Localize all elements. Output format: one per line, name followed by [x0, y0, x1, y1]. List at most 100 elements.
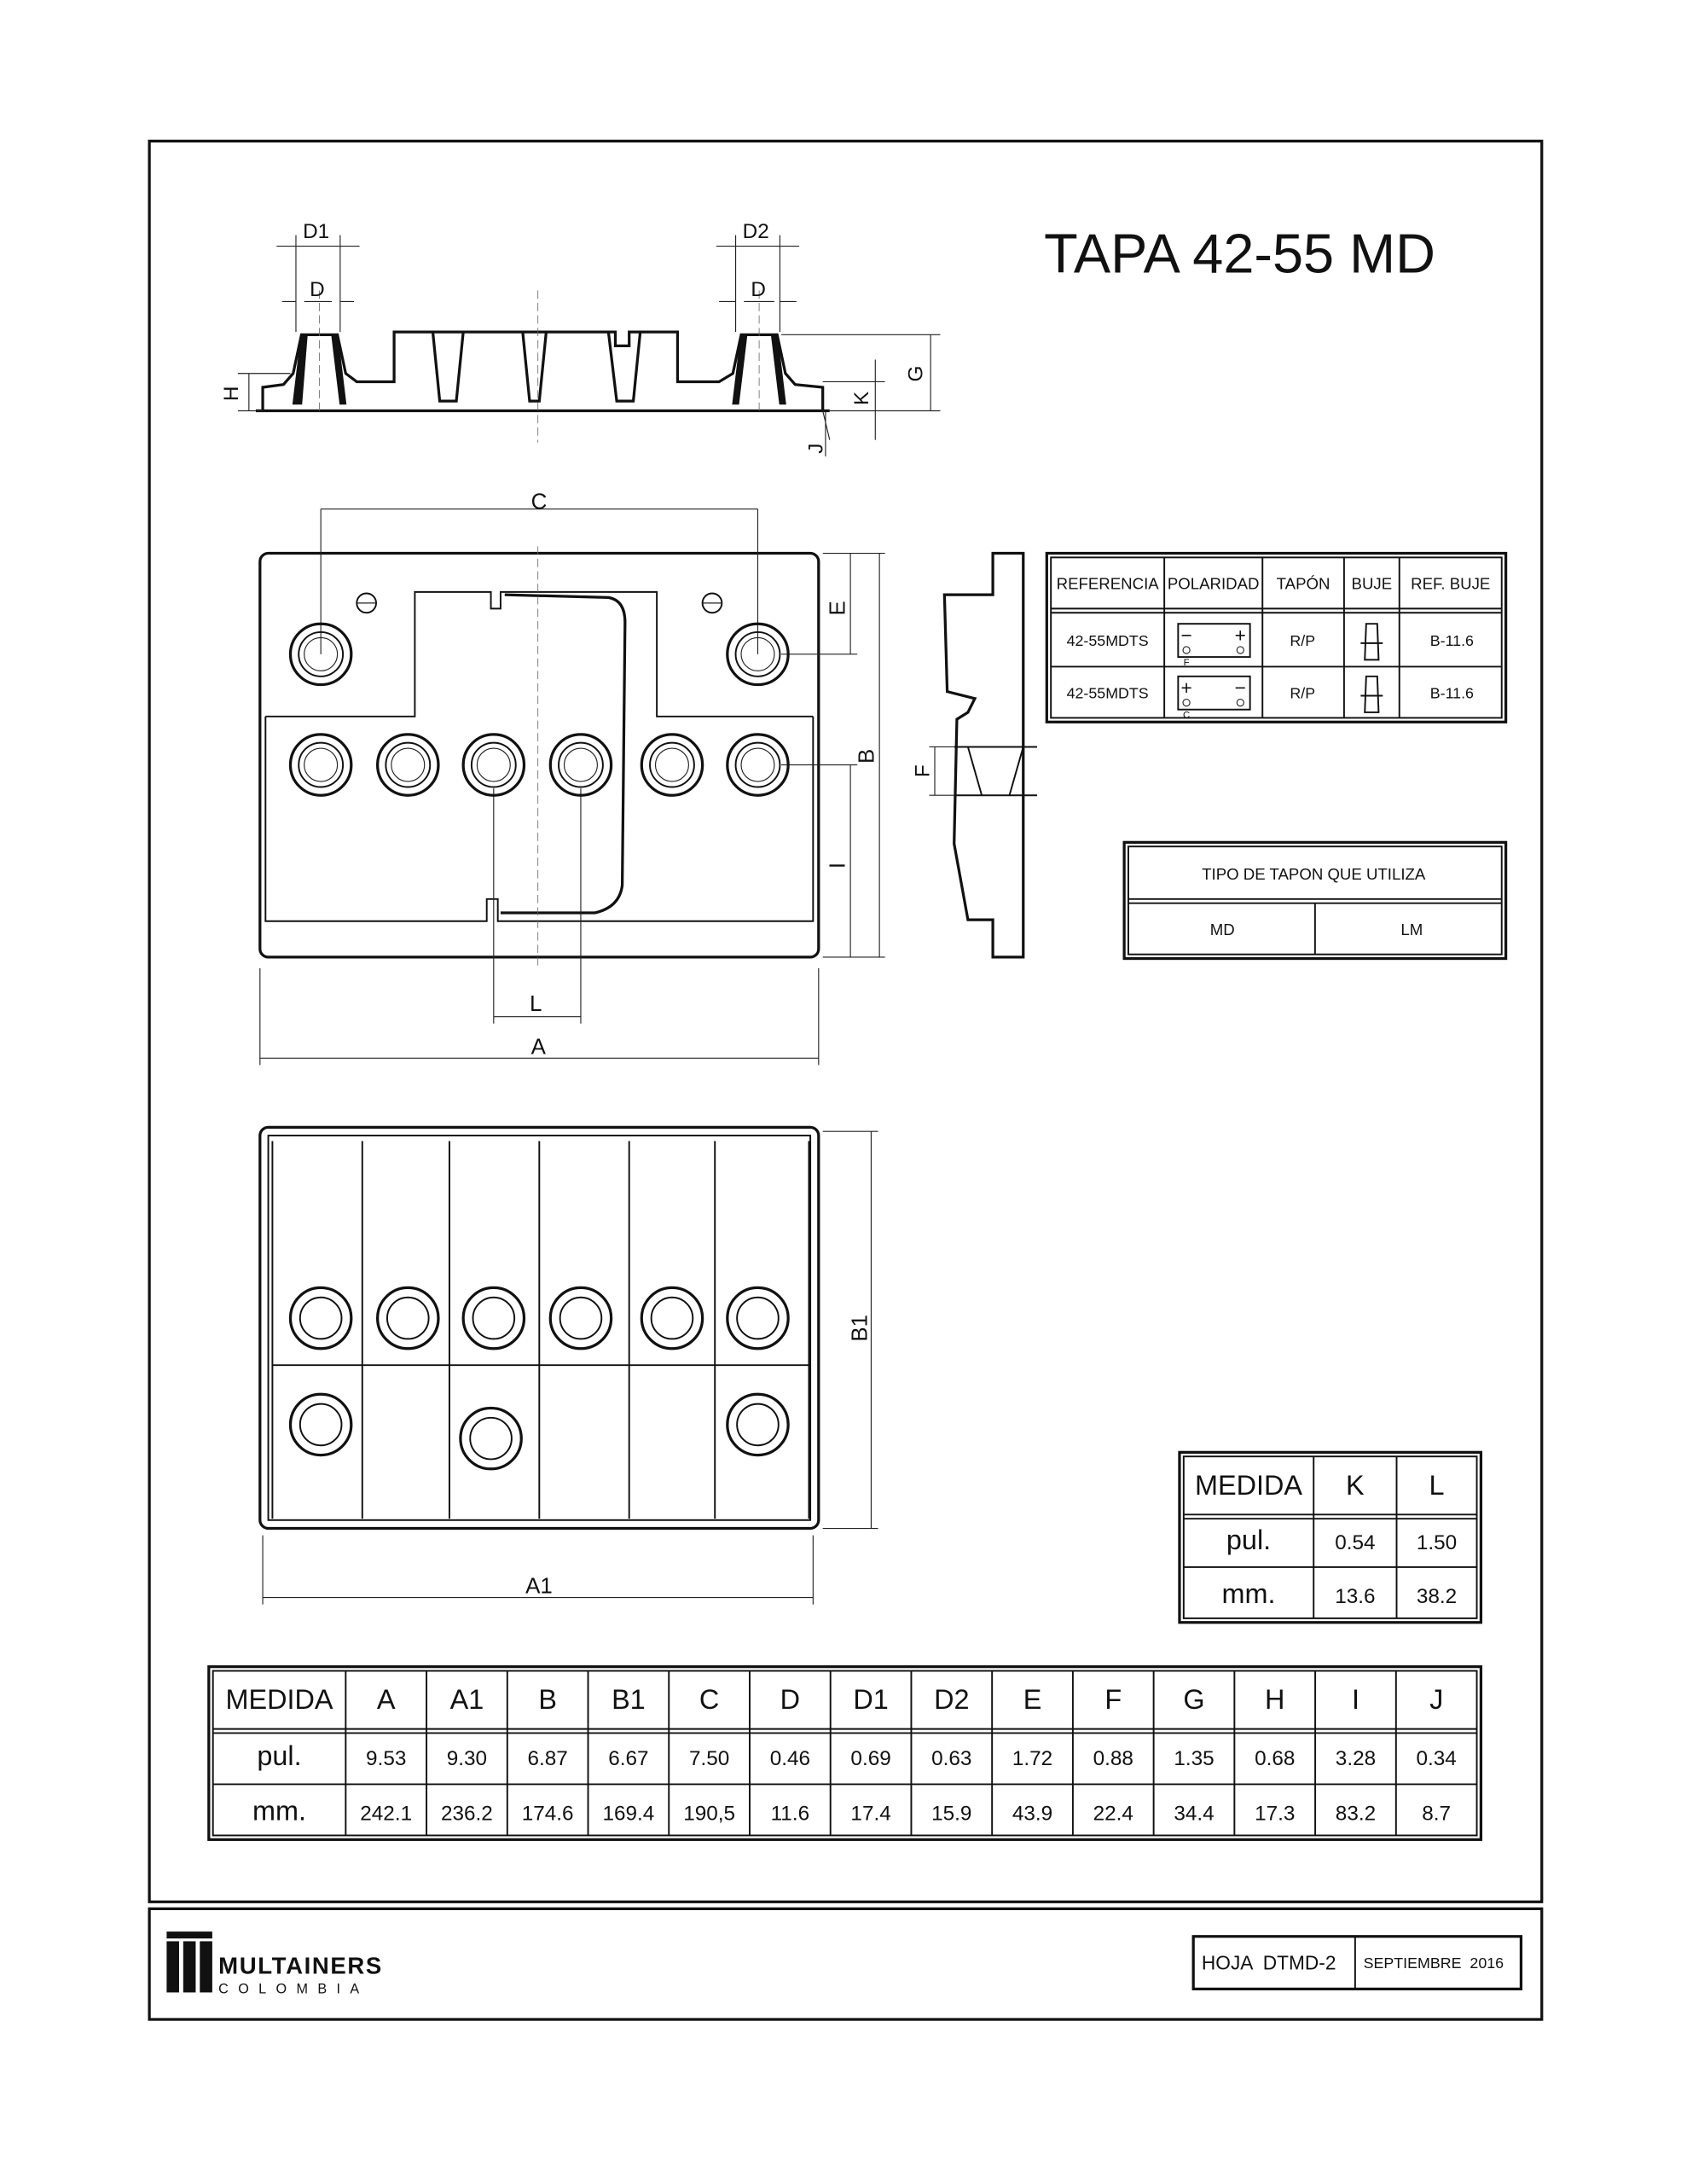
polarity-code: F — [1184, 658, 1190, 668]
sheet-frame — [148, 139, 1544, 2021]
table-value-cell: 242.1 — [360, 1803, 412, 1826]
table-value-cell: 3.28 — [1336, 1747, 1376, 1770]
vent-hole — [726, 622, 790, 687]
side-section-view: F — [912, 551, 1037, 959]
table-value-cell: 1.50 — [1417, 1531, 1457, 1554]
unit-label: pul. — [1226, 1525, 1271, 1555]
polarity-header: POLARIDAD — [1168, 575, 1260, 593]
footer: MULTAINERS COLOMBIA HOJA DTMD-2 SEPTIEMB… — [166, 1931, 1523, 1996]
dim-label-d1: D1 — [303, 220, 329, 243]
screw-icon — [701, 592, 723, 614]
polarity-table: REFERENCIA POLARIDAD TAPÓN BUJE REF. BUJE 42-… — [1045, 551, 1508, 723]
table-value-cell: 15.9 — [931, 1803, 971, 1826]
table-header-cell: MEDIDA — [225, 1684, 333, 1715]
table-header-cell: MEDIDA — [1195, 1470, 1302, 1501]
sheet-date: SEPTIEMBRE 2016 — [1364, 1955, 1504, 1972]
table-value-cell: 0.34 — [1417, 1747, 1457, 1770]
table-value-cell: 22.4 — [1093, 1803, 1133, 1826]
vent-hole — [461, 733, 526, 797]
polarity-left-sign: − — [1180, 624, 1191, 646]
dim-label-e: E — [826, 601, 850, 615]
table-header-cell: H — [1265, 1684, 1284, 1715]
polarity-right-sign: + — [1235, 624, 1246, 646]
dim-label-d: D — [751, 278, 766, 301]
vent-hole — [640, 733, 704, 797]
battery-polarity-icon: − + F — [1177, 623, 1251, 668]
table-value-cell: 0.54 — [1335, 1531, 1375, 1554]
tables: REFERENCIA POLARIDAD TAPÓN BUJE REF. BUJE 42-… — [207, 551, 1508, 1841]
table-header-cell: D1 — [853, 1684, 888, 1715]
bushing-icon — [1360, 623, 1383, 661]
table-header-cell: B — [538, 1684, 557, 1715]
polarity-code: C — [1183, 710, 1190, 720]
cell-opening — [376, 1286, 440, 1350]
dim-label-k: K — [850, 392, 873, 405]
drawing-title: TAPA 42-55 MD — [1044, 222, 1435, 284]
reference-cell: 42-55MDTS — [1067, 632, 1149, 649]
table-value-cell: 190,5 — [683, 1803, 735, 1826]
plan-view: C B E I L A — [258, 491, 885, 1066]
table-header-cell: K — [1346, 1470, 1365, 1501]
table-value-cell: 6.87 — [528, 1747, 568, 1770]
table-value-cell: 0.68 — [1255, 1747, 1295, 1770]
dim-label-g: G — [904, 366, 927, 382]
table-header-cell: D — [780, 1684, 800, 1715]
polarity-right-sign: − — [1235, 677, 1246, 699]
table-header-cell: E — [1023, 1684, 1042, 1715]
polarity-header: TAPÓN — [1277, 575, 1330, 593]
vent-hole — [548, 733, 613, 797]
tapon-cell: R/P — [1290, 685, 1315, 702]
cell-opening — [726, 1392, 790, 1457]
table-value-cell: 0.88 — [1093, 1747, 1133, 1770]
bushing-icon — [1360, 675, 1383, 713]
cell-opening — [726, 1286, 790, 1350]
table-value-cell: 174.6 — [522, 1803, 574, 1826]
table-value-cell: 0.46 — [770, 1747, 810, 1770]
table-header-cell: C — [699, 1684, 719, 1715]
table-value-cell: 7.50 — [689, 1747, 729, 1770]
tapon-cell: R/P — [1290, 632, 1315, 649]
table-value-cell: 9.53 — [366, 1747, 406, 1770]
battery-polarity-icon: + − C — [1177, 675, 1251, 720]
dim-label-f: F — [912, 764, 935, 777]
polarity-header: REF. BUJE — [1411, 575, 1490, 593]
side-profile-view: D1 D D2 D H G K J — [220, 220, 941, 457]
table-header-cell: F — [1104, 1684, 1122, 1715]
logo-subtitle: COLOMBIA — [218, 1981, 368, 1996]
reference-cell: 42-55MDTS — [1067, 685, 1149, 702]
table-value-cell: 1.35 — [1174, 1747, 1214, 1770]
vent-hole — [726, 733, 790, 797]
vent-hole — [288, 622, 353, 687]
polarity-header: REFERENCIA — [1057, 575, 1160, 593]
dim-label-i: I — [826, 863, 850, 868]
table-value-cell: 8.7 — [1422, 1803, 1451, 1826]
table-header-cell: L — [1429, 1470, 1445, 1501]
dim-label-b1: B1 — [849, 1315, 872, 1342]
cell-opening — [548, 1286, 613, 1350]
table-value-cell: 1.72 — [1012, 1747, 1052, 1770]
polarity-left-sign: + — [1180, 677, 1191, 699]
table-header-cell: D2 — [934, 1684, 969, 1715]
unit-label: mm. — [1222, 1578, 1276, 1609]
table-header-cell: A1 — [450, 1684, 484, 1715]
dim-label-b: B — [855, 749, 879, 764]
polarity-header: BUJE — [1352, 575, 1393, 593]
table-value-cell: 17.3 — [1255, 1803, 1295, 1826]
vent-hole — [288, 733, 353, 797]
vent-hole — [376, 733, 440, 797]
table-value-cell: 83.2 — [1336, 1803, 1376, 1826]
bottom-view: B1 A1 — [258, 1125, 878, 1605]
sheet-number: HOJA DTMD-2 — [1202, 1952, 1336, 1974]
cell-opening — [288, 1286, 353, 1350]
table-header-cell: G — [1183, 1684, 1204, 1715]
table-value-cell: 6.67 — [608, 1747, 648, 1770]
screw-icon — [356, 592, 377, 614]
table-header-cell: J — [1429, 1684, 1443, 1715]
dim-label-j: J — [805, 444, 828, 454]
table-value-cell: 13.6 — [1335, 1585, 1375, 1608]
table-value-cell: 236.2 — [441, 1803, 493, 1826]
